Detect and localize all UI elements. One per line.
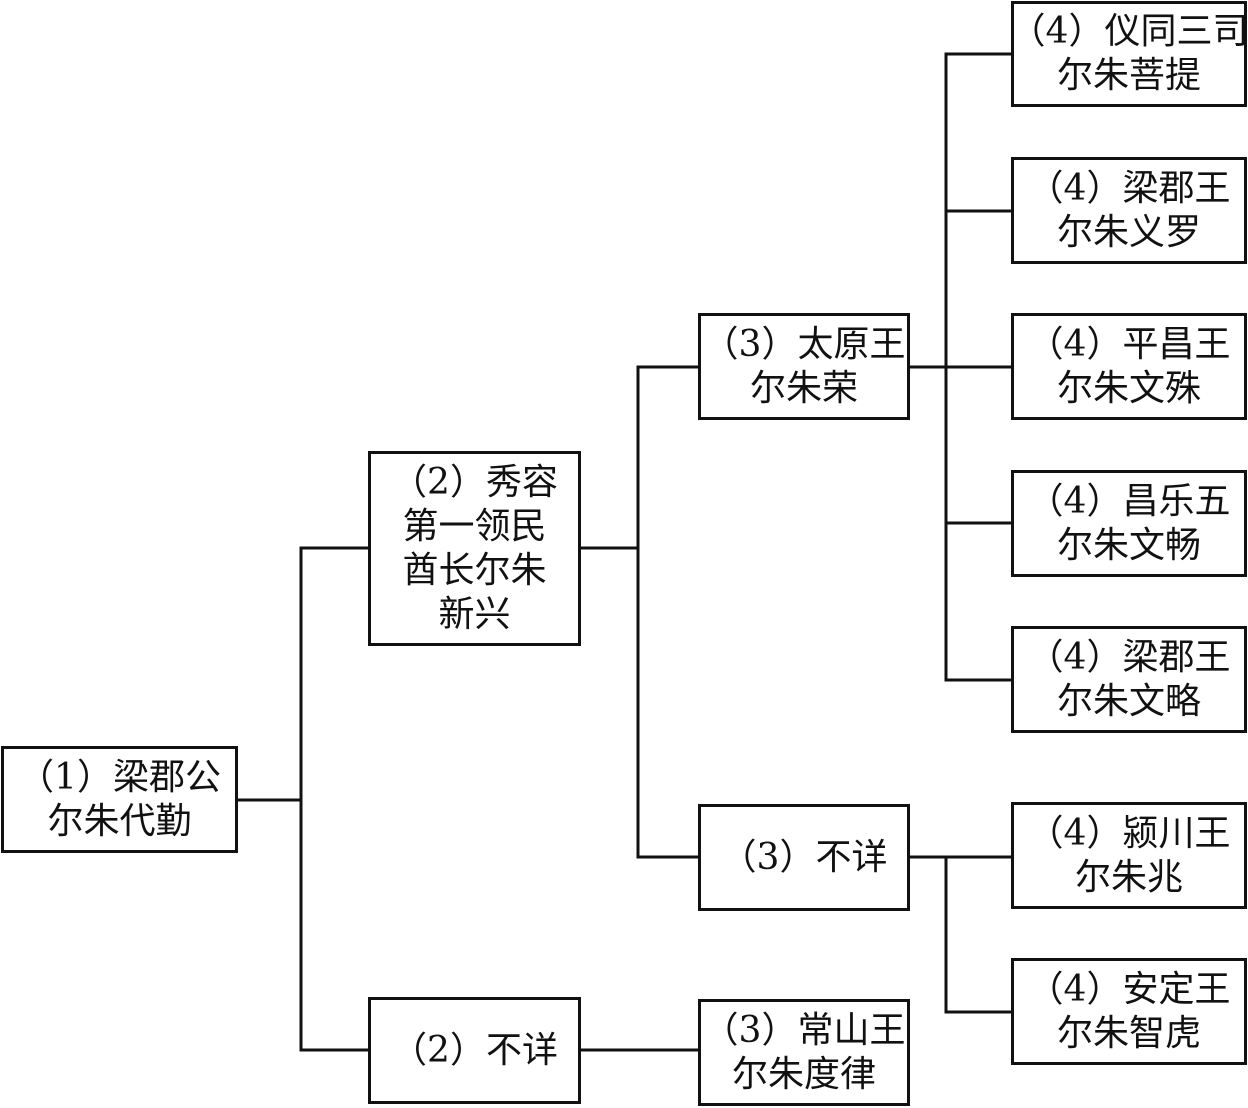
node-line: 尔朱度律 [731,1053,876,1095]
node-gen4-wenchang: （4）昌乐五 尔朱文畅 [1011,470,1247,577]
node-line: 第一领民 [402,505,547,547]
node-line: （3）太原王 [702,323,906,365]
node-line: （4）平昌王 [1027,323,1231,365]
node-line: （4）安定王 [1027,968,1231,1010]
node-line: 新兴 [438,593,511,635]
node-line: （4）颍川王 [1027,812,1231,854]
node-line: 尔朱文殊 [1056,367,1201,409]
node-line: 尔朱菩提 [1056,55,1201,96]
node-line: 尔朱义罗 [1056,211,1201,253]
node-gen4-wenlue: （4）梁郡王 尔朱文略 [1011,626,1247,733]
node-line: （4）梁郡王 [1027,636,1231,678]
node-line: 尔朱智虎 [1056,1012,1201,1054]
node-line: （4）昌乐五 [1027,480,1231,522]
node-line: 尔朱文略 [1056,680,1201,722]
node-line: 尔朱代勤 [47,800,192,842]
node-gen4-wenshu: （4）平昌王 尔朱文殊 [1011,313,1247,420]
node-line: 尔朱荣 [749,367,858,409]
node-gen2-xinxing: （2）秀容 第一领民 酋长尔朱 新兴 [368,451,581,646]
node-gen4-zhao: （4）颍川王 尔朱兆 [1011,802,1247,909]
node-gen3-taiyuan-wang: （3）太原王 尔朱荣 [698,313,910,420]
node-line: 酋长尔朱 [402,549,547,591]
node-gen1-liangjun-gong: （1）梁郡公 尔朱代勤 [1,746,238,853]
node-gen3-unknown: （3）不详 [698,804,910,911]
node-gen3-changshan-wang: （3）常山王 尔朱度律 [698,999,910,1106]
node-line: （1）梁郡公 [18,756,221,798]
node-gen4-yiluo: （4）梁郡王 尔朱义罗 [1011,157,1247,264]
node-gen2-unknown: （2）不详 [368,997,581,1104]
node-line: 尔朱文畅 [1056,524,1201,566]
node-line: （3）不详 [720,836,888,878]
node-line: （4）梁郡王 [1027,167,1231,209]
node-gen4-puti: （4）仪同三司 尔朱菩提 [1009,1,1248,107]
node-line: 尔朱兆 [1074,856,1183,898]
node-line: （2）秀容 [391,461,558,503]
node-line: （3）常山王 [702,1009,906,1051]
node-line: （4）仪同三司 [1009,11,1248,52]
node-line: （2）不详 [391,1029,558,1071]
node-gen4-zhihu: （4）安定王 尔朱智虎 [1011,958,1247,1065]
